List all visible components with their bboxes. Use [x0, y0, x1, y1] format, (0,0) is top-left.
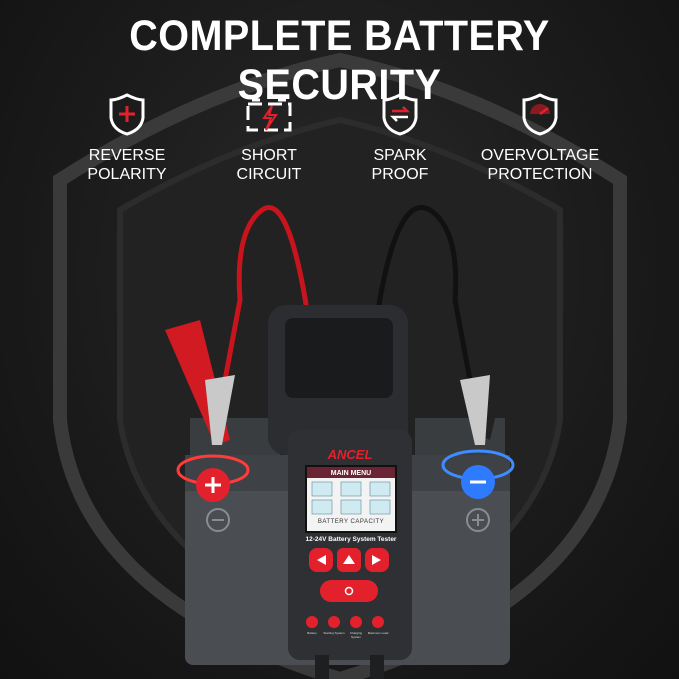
- red-cable: [222, 205, 313, 381]
- background-shield-outline: [53, 52, 627, 679]
- headline: COMPLETE BATTERY SECURITY: [129, 12, 550, 109]
- battery-tester-device: [268, 305, 412, 679]
- feature-spark-proof: SPARK PROOF: [325, 92, 475, 184]
- screen-title: MAIN MENU: [330, 470, 372, 477]
- shield-plus-icon: [109, 93, 145, 136]
- mode-load-button: [372, 616, 384, 628]
- mode-label: Battery: [307, 631, 317, 635]
- mode-label: Maximum Load: [367, 631, 389, 635]
- model-label: 12-24V Battery System Tester: [305, 536, 397, 543]
- feature-label-line2: CIRCUIT: [236, 166, 302, 183]
- feature-reverse-polarity: REVERSE POLARITY: [52, 92, 202, 184]
- feature-short-circuit: SHORT CIRCUIT: [194, 92, 344, 184]
- negative-terminal-mark: [206, 508, 230, 532]
- mode-starting-button: [328, 616, 340, 628]
- red-clamp: [165, 320, 250, 502]
- feature-label-line1: SHORT: [241, 147, 297, 164]
- feature-label-line2: POLARITY: [87, 166, 167, 183]
- mode-label: Starting System: [323, 631, 345, 635]
- battery-lightning-icon: [246, 98, 292, 132]
- feature-label-line1: SPARK: [373, 147, 427, 164]
- feature-label-line1: REVERSE: [88, 147, 166, 164]
- mode-battery-button: [306, 616, 318, 628]
- mode-charging-button: [350, 616, 362, 628]
- black-cable: [372, 205, 473, 381]
- feature-label-line1: OVERVOLTAGE: [480, 147, 600, 164]
- screen-caption: BATTERY CAPACITY: [317, 519, 385, 525]
- ok-button: [320, 580, 378, 602]
- feature-label-line2: PROOF: [371, 166, 429, 183]
- brand-logo: ANCEL: [327, 447, 373, 462]
- shield-gauge-icon: [522, 93, 558, 136]
- black-clamp: [441, 300, 520, 499]
- mode-label: Charging System: [349, 631, 363, 639]
- feature-label-line2: PROTECTION: [487, 166, 593, 183]
- shield-arrows-icon: [382, 93, 418, 136]
- positive-terminal-mark: [466, 508, 490, 532]
- feature-overvoltage-protection: OVERVOLTAGE PROTECTION: [465, 92, 615, 184]
